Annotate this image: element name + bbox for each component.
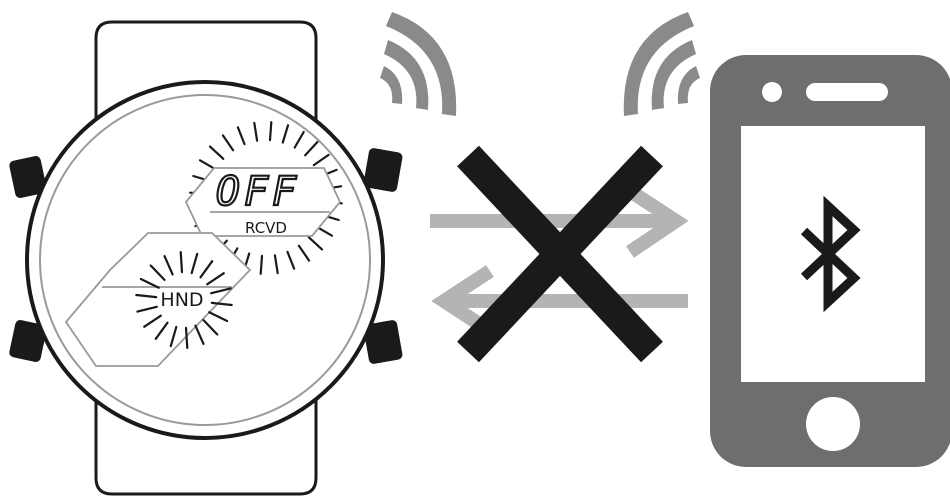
phone-speaker [806,83,888,101]
phone-signal-arc-inner [678,66,700,104]
phone-signal-icon [624,12,700,116]
display-label-text: RCVD [245,219,287,237]
display-sub-text: HND [160,289,203,311]
smartphone [710,55,950,467]
display-main-text: OFF [216,169,300,215]
phone-front-camera [762,82,782,102]
blink-ray-upper-21 [270,122,271,140]
x-mark-icon [468,156,652,352]
watch: OFF RCVD HND [8,22,403,494]
watch-signal-icon [380,12,456,116]
watch-signal-arc-inner [380,66,402,104]
blink-ray-lower-13 [181,252,182,272]
blink-ray-lower-4 [186,328,187,348]
phone-home-button [806,397,860,451]
blink-ray-upper-7 [261,256,262,274]
